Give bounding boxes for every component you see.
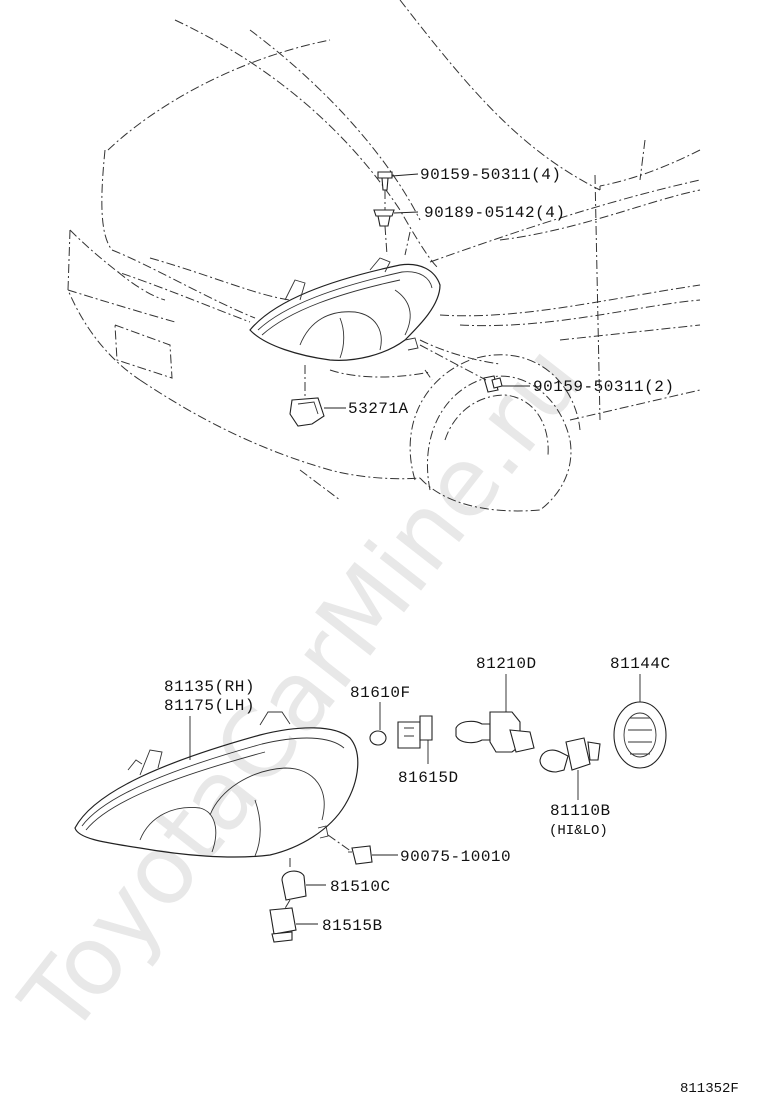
callout-turn-bulb: 81510C [330, 878, 391, 896]
cover-81144c [613, 701, 667, 769]
lower-bolt [483, 375, 503, 393]
side-socket-81615d [397, 715, 433, 749]
callout-main-bulb: 81110B [550, 802, 611, 820]
figure-code: 811352F [680, 1081, 739, 1097]
exploded-headlamp [74, 711, 359, 858]
screw-nut-90075 [348, 845, 373, 865]
upper-leaders [304, 173, 530, 409]
callout-side-socket: 81615D [398, 769, 459, 787]
callout-lamp-rh: 81135(RH) [164, 678, 255, 696]
installed-headlamp [249, 257, 441, 361]
upper-bolt [377, 171, 393, 191]
callout-side-bulb: 81610F [350, 684, 411, 702]
turn-bulb-81510c [281, 870, 307, 901]
callout-lamp-lh: 81175(LH) [164, 697, 255, 715]
turn-socket-81515b [269, 907, 297, 943]
hb-bulb-81210d [455, 711, 535, 753]
side-bulb-81610f [369, 730, 387, 746]
vehicle-body-outline [67, 0, 701, 512]
callout-cover: 81144C [610, 655, 671, 673]
bracket-53271a [289, 397, 325, 427]
callout-upper-nut: 90189-05142(4) [424, 204, 565, 222]
callout-main-bulb-note: (HI&LO) [549, 823, 608, 839]
upper-nut [373, 209, 395, 227]
main-bulb-81110b [539, 737, 601, 773]
callout-lower-bolt: 90159-50311(2) [533, 378, 674, 396]
callout-screw-nut: 90075-10010 [400, 848, 511, 866]
callout-bracket: 53271A [348, 400, 409, 418]
lower-leaders [189, 674, 641, 925]
watermark: ToyotaCarMine.ru [0, 324, 604, 1055]
callout-upper-bolt: 90159-50311(4) [420, 166, 561, 184]
callout-turn-socket: 81515B [322, 917, 383, 935]
callout-hb-bulb: 81210D [476, 655, 537, 673]
